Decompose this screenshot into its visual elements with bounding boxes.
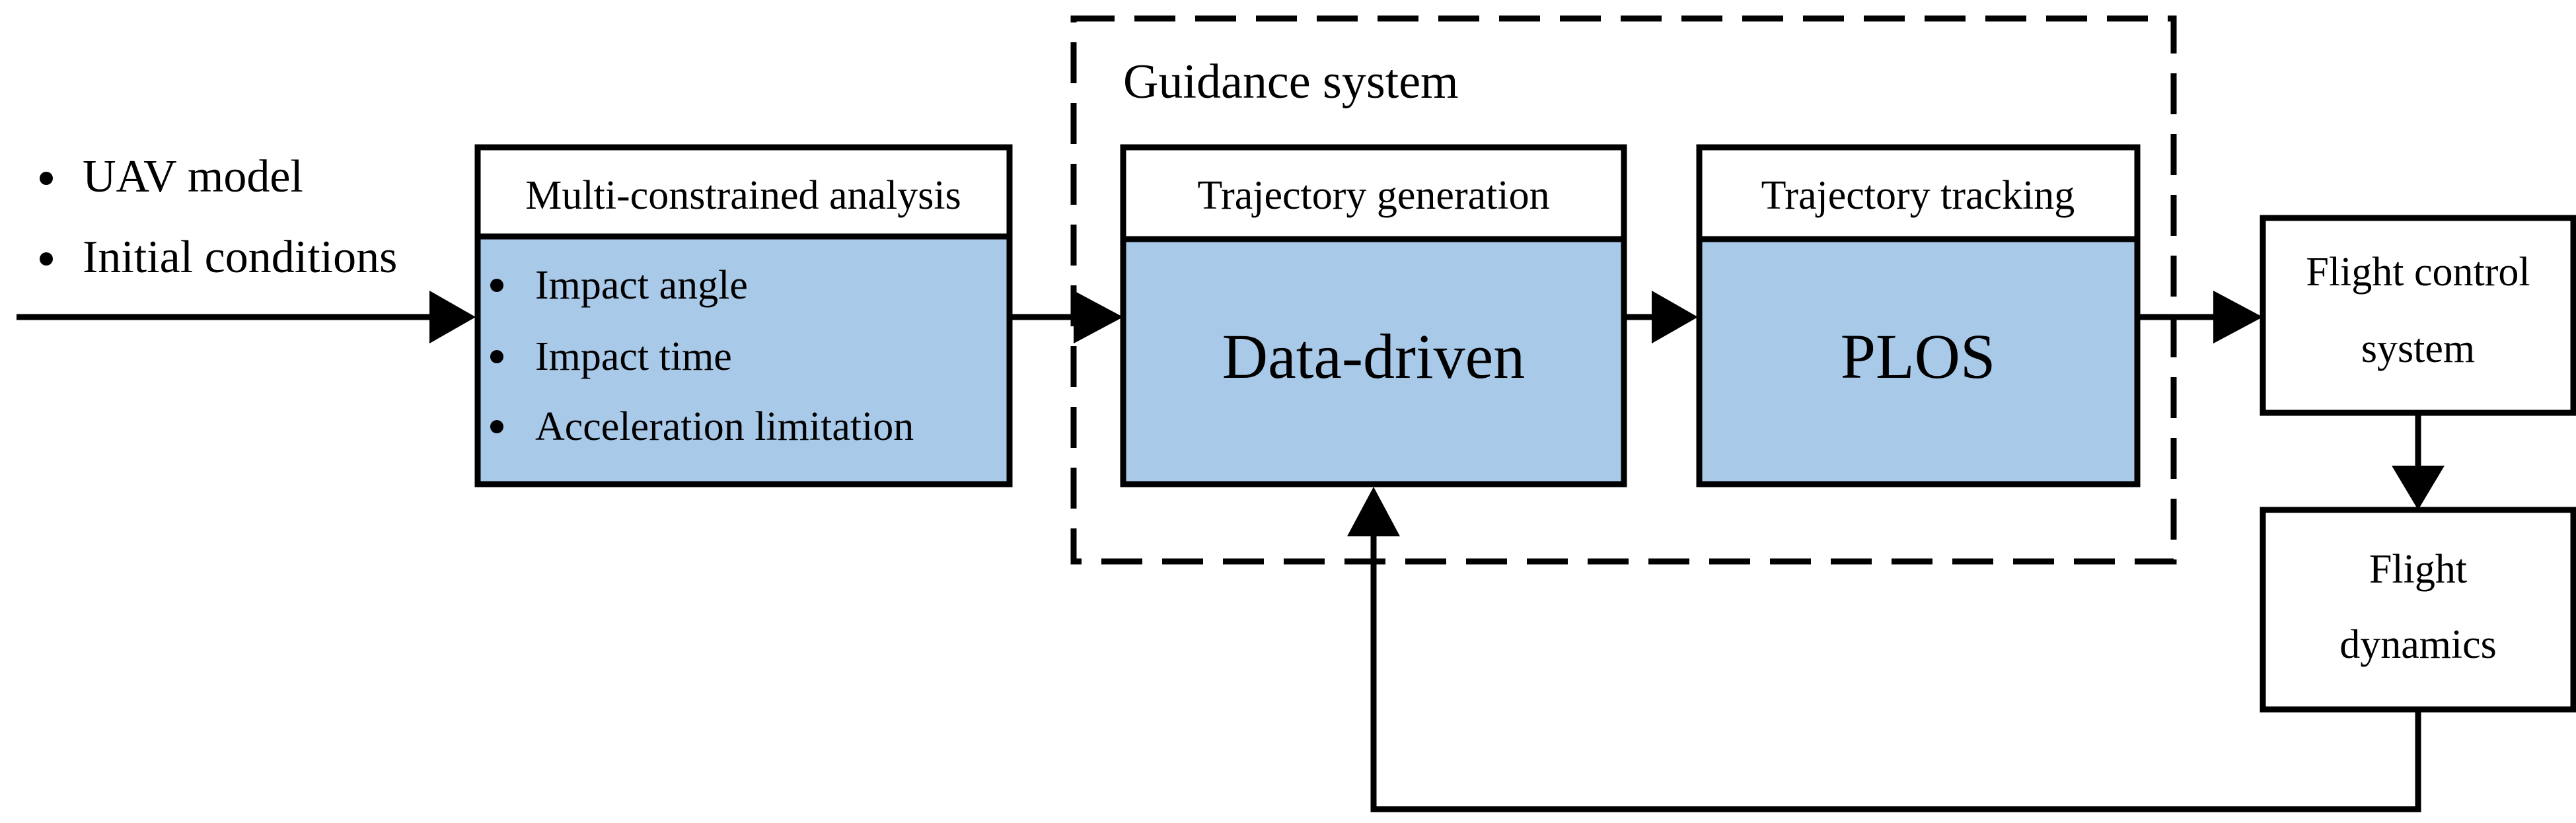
input-item-uav-model: UAV model [83,151,303,202]
generation-to-tracking-arrowhead [1652,291,1698,343]
analysis-item-impact-angle: Impact angle [535,263,748,308]
trajectory-tracking-block: Trajectory tracking PLOS [1696,144,2141,487]
analysis-to-generation-arrowhead [1074,291,1123,343]
input-item-initial-conditions: Initial conditions [83,232,397,283]
flight-dynamics-block: Flight dynamics [2260,507,2576,713]
guidance-system-label: Guidance system [1123,55,1459,109]
multi-constrained-analysis-block: Multi-constrained analysis Impact angle … [474,144,1013,487]
feedback-arrowhead [1347,487,1400,536]
flight-control-label-line1: Flight control [2306,250,2530,295]
trajectory-generation-block: Trajectory generation Data-driven [1120,144,1627,487]
input-bullet [40,172,53,185]
flight-control-label-line2: system [2361,326,2475,371]
flight-dynamics-label-line1: Flight [2369,547,2467,592]
control-to-dynamics-arrowhead [2392,466,2445,510]
input-arrowhead [429,291,476,343]
flight-control-system-block: Flight control system [2260,215,2576,416]
trajectory-generation-method: Data-driven [1222,321,1525,392]
trajectory-generation-title: Trajectory generation [1197,173,1549,218]
analysis-bullet [490,279,503,292]
analysis-bullet [490,420,503,433]
analysis-item-impact-time: Impact time [535,334,732,379]
feedback-loop-line [1370,528,2421,812]
analysis-bullet [490,350,503,363]
flight-dynamics-label-line2: dynamics [2339,622,2497,667]
input-bullet [40,252,53,266]
analysis-title: Multi-constrained analysis [525,173,961,218]
tracking-to-control-arrowhead [2213,291,2263,343]
analysis-item-acceleration-limitation: Acceleration limitation [535,404,914,449]
trajectory-tracking-title: Trajectory tracking [1761,173,2075,218]
trajectory-tracking-method: PLOS [1841,321,1996,392]
guidance-system-boundary [1070,15,2177,565]
